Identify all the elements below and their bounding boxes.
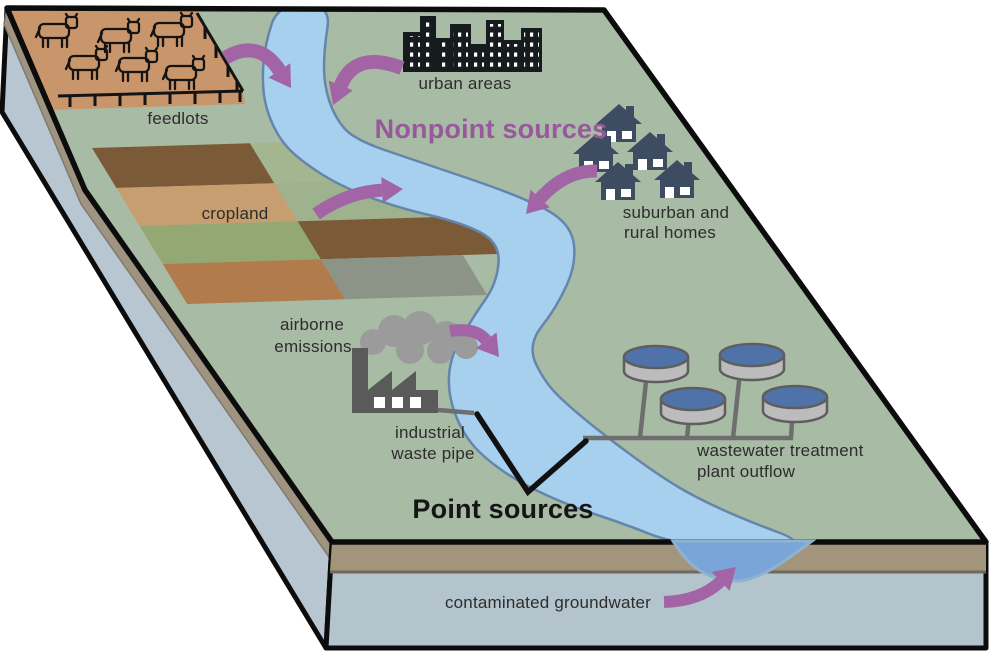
suburban-homes-label-line1: suburban and (623, 203, 729, 222)
city-buildings-icon (403, 16, 542, 72)
suburban-arrow-icon (526, 189, 550, 214)
treatment-tank-icon (659, 386, 727, 426)
feedlots-arrow-icon (221, 43, 286, 75)
urban-arrow-icon (334, 54, 405, 89)
emissions-arrow-icon (475, 332, 499, 357)
point-sources-heading: Point sources (412, 494, 593, 524)
nonpoint-sources-heading: Nonpoint sources (375, 114, 608, 144)
treatment-tank-icon (718, 342, 786, 382)
waste-pipe (437, 407, 475, 416)
airborne-emissions-label-line2: emissions (274, 337, 351, 356)
labels: feedlots urban areas Nonpoint sources su… (147, 74, 863, 612)
groundwater-seep (670, 539, 817, 583)
cropland-arrow-icon (312, 183, 383, 220)
factory-icon (352, 348, 438, 413)
suburban-arrow-icon (535, 164, 598, 203)
industrial-waste-pipe-label-line1: industrial (395, 423, 465, 442)
feedlots-arrow-icon (268, 63, 291, 88)
treatment-tank-icon (622, 344, 690, 384)
pollution-arrows (221, 43, 736, 608)
groundwater-arrow-icon (663, 576, 725, 608)
land-outline (4, 5, 989, 545)
wastewater-label-line2: plant outflow (697, 462, 796, 481)
feedlots-label: feedlots (147, 109, 208, 128)
front-face-layers (323, 539, 989, 651)
emissions-arrow-icon (449, 324, 491, 345)
contaminated-groundwater-label: contaminated groundwater (445, 593, 651, 612)
industrial-waste-pipe-label-line2: waste pipe (390, 444, 474, 463)
airborne-emissions-label-line1: airborne (280, 315, 344, 334)
wastewater-plant (583, 342, 829, 441)
point-source-pointer-lines (474, 411, 589, 497)
cropland-arrow-icon (381, 177, 403, 204)
river (261, 8, 795, 542)
cropland-label: cropland (202, 204, 269, 223)
urban-areas-label: urban areas (419, 74, 512, 93)
suburban-homes-label-line2: rural homes (624, 223, 716, 242)
groundwater-arrow-icon (711, 567, 736, 591)
treatment-tank-icon (761, 384, 829, 424)
feedlot-pen (7, 10, 245, 110)
urban-arrow-icon (328, 80, 353, 105)
wastewater-label-line1: wastewater treatment (696, 441, 864, 460)
feedlot-fence (57, 12, 245, 107)
